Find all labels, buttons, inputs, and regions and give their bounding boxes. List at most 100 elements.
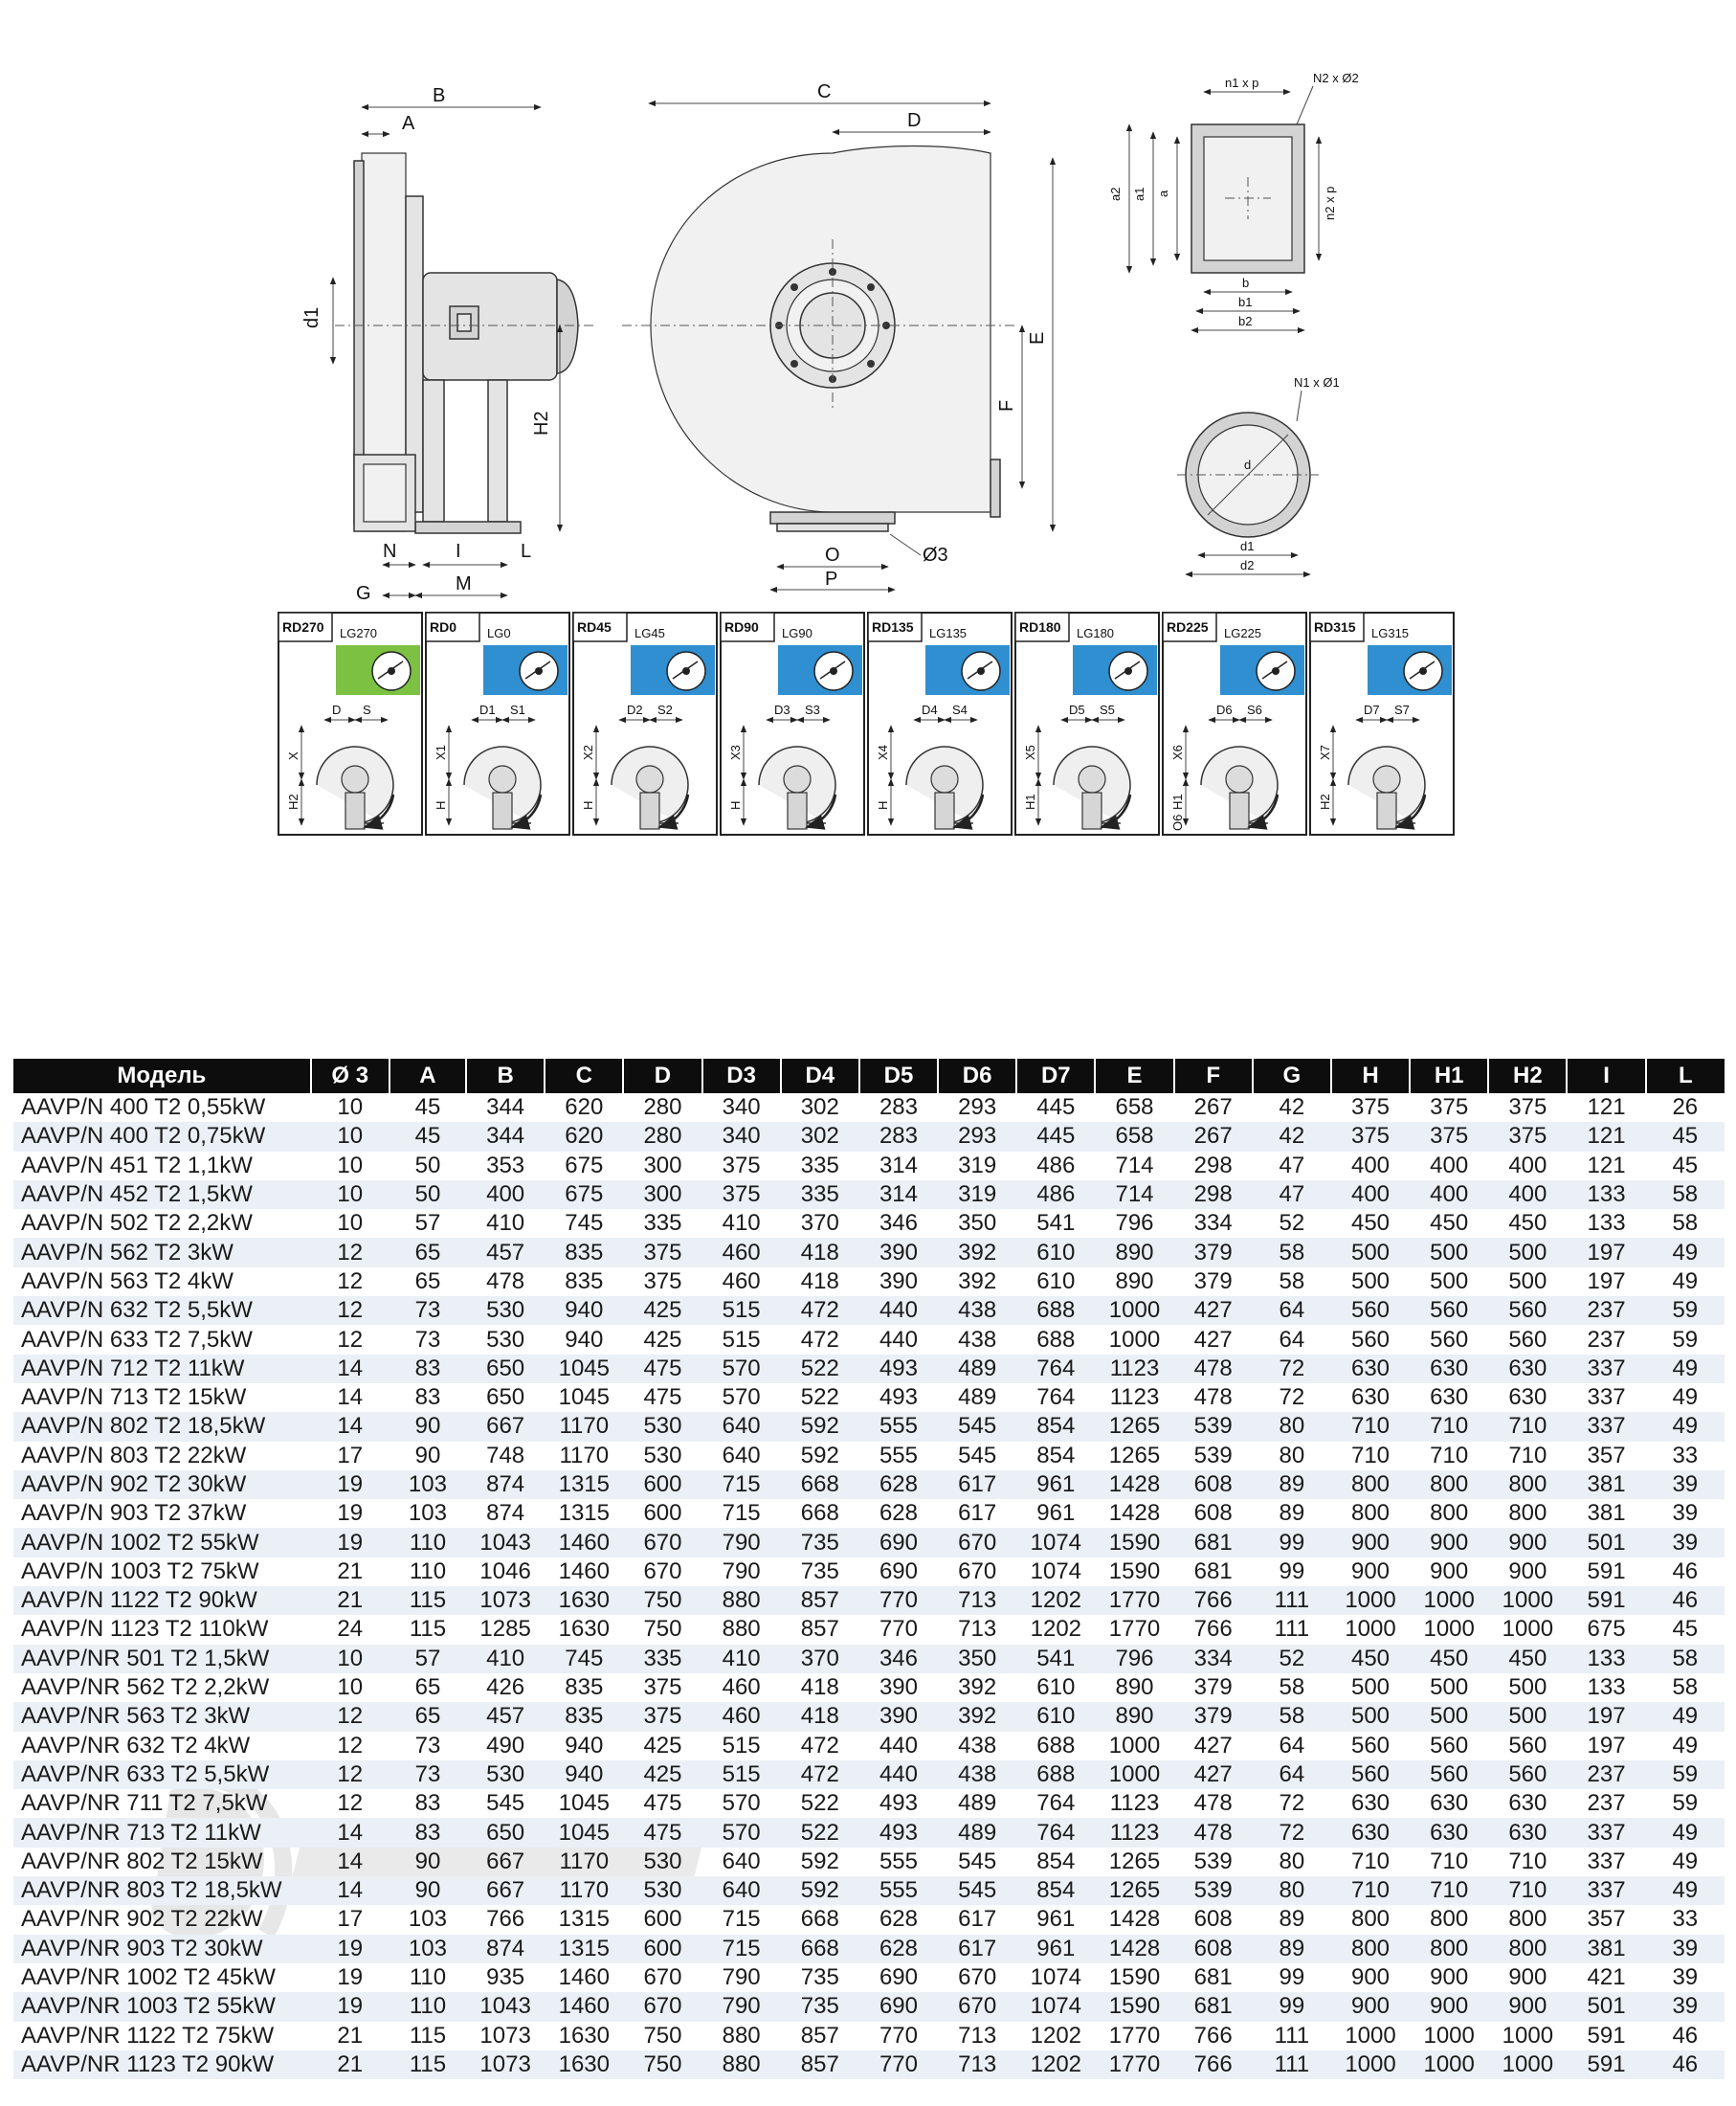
value-cell: 714	[1115, 1152, 1154, 1178]
value-cell: 39	[1645, 1992, 1725, 2022]
value-cell: 745	[565, 1210, 604, 1237]
value-cell: 688	[1036, 1326, 1076, 1353]
value-cell: 375	[1410, 1122, 1489, 1152]
value-cell: 628	[879, 1906, 918, 1933]
value-cell: 690	[879, 1964, 918, 1991]
value-cell: 450	[1350, 1210, 1391, 1237]
value-cell: 555	[879, 1442, 918, 1468]
value-cell: 961	[1036, 1906, 1076, 1933]
value-cell: 73	[389, 1296, 467, 1326]
dim-label-d: D	[907, 110, 921, 131]
value-cell: 490	[486, 1732, 525, 1759]
value-cell: 19	[310, 1469, 389, 1500]
value-cell: 425	[623, 1759, 702, 1790]
value-cell: 400	[466, 1179, 545, 1210]
value-cell: 267	[1193, 1094, 1233, 1121]
dim-label-h2: H2	[531, 411, 552, 436]
value-cell: 1315	[545, 1934, 624, 1963]
value-cell: 874	[466, 1469, 545, 1500]
value-cell: 300	[623, 1179, 702, 1210]
value-cell: 197	[1587, 1267, 1626, 1294]
value-cell: 493	[858, 1818, 939, 1848]
value-cell: 410	[466, 1644, 545, 1673]
value-cell: 24	[337, 1616, 364, 1643]
value-cell: 515	[722, 1732, 761, 1759]
column-header: I	[1567, 1059, 1647, 1093]
column-header: D5	[858, 1059, 940, 1093]
orientation-dim-b: S4	[952, 703, 968, 717]
value-cell: 99	[1252, 1992, 1331, 2022]
value-cell: 14	[337, 1384, 364, 1411]
value-cell: 375	[1508, 1094, 1547, 1121]
dim-label-p: P	[825, 569, 837, 590]
value-cell: 522	[800, 1384, 839, 1411]
value-cell: 493	[879, 1384, 918, 1411]
value-cell: 49	[1645, 1702, 1725, 1732]
value-cell: 400	[1330, 1179, 1411, 1210]
value-cell: 370	[780, 1644, 859, 1673]
value-cell: 489	[958, 1790, 997, 1817]
value-cell: 427	[1193, 1326, 1233, 1353]
value-cell: 49	[1645, 1354, 1725, 1383]
value-cell: 667	[466, 1412, 545, 1442]
model-cell: AAVP/N 400 T2 0,75kW	[13, 1122, 311, 1152]
value-cell: 1000	[1345, 2022, 1396, 2049]
value-cell: 58	[1252, 1238, 1331, 1267]
value-cell: 334	[1193, 1210, 1233, 1237]
column-header: B	[466, 1059, 546, 1093]
value-cell: 650	[466, 1818, 545, 1848]
value-cell: 1000	[1488, 1586, 1568, 1616]
value-cell: 628	[858, 1934, 939, 1963]
value-cell: 90	[389, 1876, 467, 1906]
orientation-dim-v1: X7	[1318, 745, 1332, 760]
value-cell: 472	[780, 1759, 859, 1790]
value-cell: 319	[938, 1179, 1017, 1210]
value-cell: 640	[701, 1412, 781, 1442]
model-cell: AAVP/NR 633 T2 5,5kW	[13, 1759, 311, 1790]
value-cell: 47	[1279, 1152, 1305, 1178]
model-cell: AAVP/N 502 T2 2,2kW	[21, 1210, 253, 1237]
value-cell: 370	[800, 1210, 839, 1237]
value-cell: 592	[780, 1412, 859, 1442]
value-cell: 89	[1252, 1469, 1331, 1500]
column-header: H2	[1488, 1059, 1569, 1093]
value-cell: 620	[545, 1122, 624, 1152]
column-header: G	[1252, 1059, 1332, 1093]
value-cell: 500	[1488, 1238, 1568, 1267]
value-cell: 353	[486, 1152, 525, 1178]
value-cell: 796	[1095, 1644, 1174, 1673]
model-cell: AAVP/N 562 T2 3kW	[13, 1238, 311, 1267]
value-cell: 110	[409, 1964, 447, 1991]
value-cell: 83	[414, 1790, 441, 1817]
value-cell: 1043	[466, 1992, 545, 2022]
value-cell: 1428	[1095, 1934, 1174, 1963]
value-cell: 1590	[1095, 1528, 1174, 1557]
orientation-code: RD315	[1314, 619, 1356, 635]
column-header: H	[1330, 1059, 1412, 1093]
value-cell: 237	[1587, 1326, 1626, 1353]
value-cell: 46	[1672, 2022, 1699, 2049]
value-cell: 874	[466, 1934, 545, 1963]
value-cell: 1000	[1330, 1586, 1411, 1616]
orientation-dim-v1: X3	[728, 745, 743, 760]
value-cell: 427	[1193, 1732, 1233, 1759]
value-cell: 335	[800, 1152, 839, 1178]
column-header: D4	[780, 1059, 860, 1093]
value-cell: 630	[1488, 1354, 1568, 1383]
value-cell: 427	[1173, 1296, 1253, 1326]
value-cell: 375	[1350, 1094, 1391, 1121]
value-cell: 530	[486, 1326, 525, 1353]
value-cell: 766	[1193, 1616, 1233, 1643]
value-cell: 440	[879, 1732, 918, 1759]
orientation-dim-v2: H2	[286, 794, 300, 810]
value-cell: 735	[780, 1528, 859, 1557]
value-cell: 770	[858, 1586, 939, 1616]
value-cell: 710	[1430, 1848, 1469, 1874]
value-cell: 410	[722, 1210, 761, 1237]
orientation-code-lg: LG315	[1371, 626, 1409, 640]
